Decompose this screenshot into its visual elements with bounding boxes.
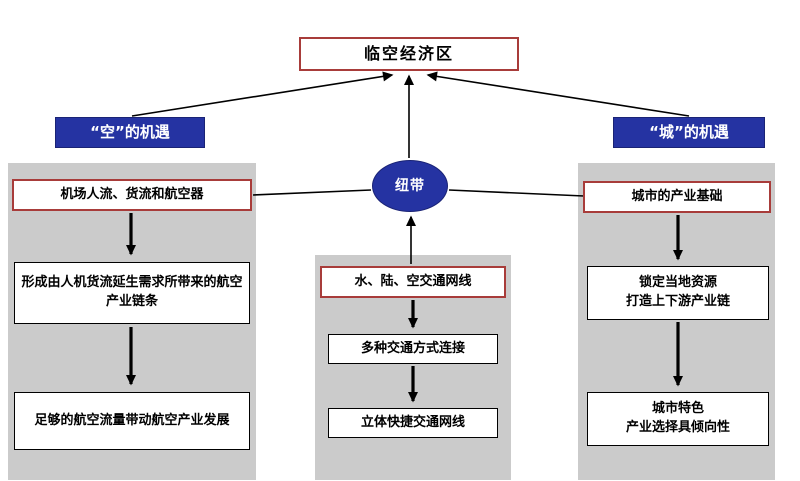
rapid-transport-node: 立体快捷交通网线 bbox=[328, 408, 498, 438]
city-industry-base-label: 城市的产业基础 bbox=[631, 188, 723, 204]
city-character-node: 城市特色 产业选择具倾向性 bbox=[587, 392, 769, 446]
aviation-chain-label: 形成由人机货流延生需求所带来的航空产业链条 bbox=[21, 275, 243, 309]
line-hub-to-city bbox=[448, 189, 585, 197]
city-opportunity-label: “城”的机遇 bbox=[649, 122, 729, 141]
air-opportunity-header: “空”的机遇 bbox=[55, 117, 205, 148]
airport-flow-node: 机场人流、货流和航空器 bbox=[12, 179, 252, 211]
aviation-chain-node: 形成由人机货流延生需求所带来的航空产业链条 bbox=[14, 262, 250, 324]
arrow-air-to-title bbox=[131, 71, 394, 117]
hub-ellipse: 纽带 bbox=[372, 160, 448, 212]
diagram-title-label: 临空经济区 bbox=[363, 44, 454, 64]
diagram-title-node: 临空经济区 bbox=[299, 37, 519, 71]
city-opportunity-header: “城”的机遇 bbox=[613, 117, 765, 148]
transport-network-label: 水、陆、空交通网线 bbox=[354, 273, 472, 289]
local-resources-label: 锁定当地资源 打造上下游产业链 bbox=[625, 275, 730, 309]
airport-flow-label: 机场人流、货流和航空器 bbox=[60, 186, 204, 202]
aviation-development-node: 足够的航空流量带动航空产业发展 bbox=[14, 392, 250, 450]
city-industry-base-node: 城市的产业基础 bbox=[583, 181, 771, 213]
local-resources-node: 锁定当地资源 打造上下游产业链 bbox=[587, 266, 769, 320]
multi-transport-node: 多种交通方式连接 bbox=[328, 334, 498, 364]
rapid-transport-label: 立体快捷交通网线 bbox=[360, 414, 465, 430]
city-character-label: 城市特色 产业选择具倾向性 bbox=[625, 401, 730, 435]
transport-network-node: 水、陆、空交通网线 bbox=[320, 266, 506, 298]
hub-label: 纽带 bbox=[395, 177, 425, 194]
line-airport-to-hub bbox=[252, 189, 372, 196]
arrow-city-to-title bbox=[426, 71, 690, 117]
air-opportunity-label: “空”的机遇 bbox=[90, 122, 170, 141]
multi-transport-label: 多种交通方式连接 bbox=[360, 340, 465, 356]
aviation-development-label: 足够的航空流量带动航空产业发展 bbox=[34, 412, 230, 428]
